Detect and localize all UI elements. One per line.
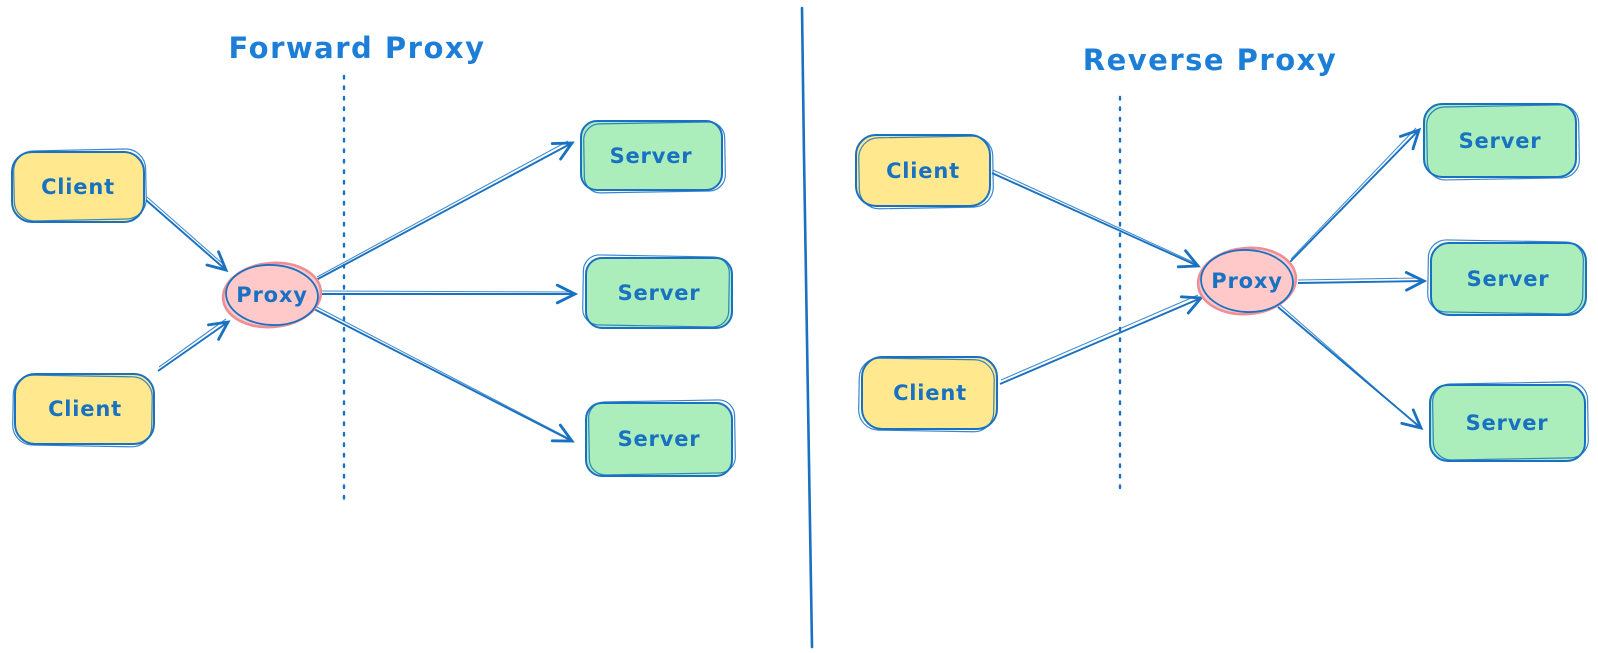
reverse-server2-label: Server [1467,267,1550,291]
forward-arrow-proxy-to-server1 [315,140,575,281]
forward-proxy-panel: Forward Proxy Client [11,31,736,508]
reverse-arrow-proxy-to-server2 [1297,271,1428,292]
reverse-client1-label: Client [886,159,960,183]
forward-server3-node: Server [585,399,736,477]
forward-server3-label: Server [618,427,701,451]
reverse-proxy-label: Proxy [1211,269,1282,293]
reverse-client2-label: Client [893,381,967,405]
reverse-server1-node: Server [1423,103,1580,181]
reverse-arrow-proxy-to-server3 [1277,303,1424,431]
forward-server1-label: Server [610,144,693,168]
forward-proxy-node: Proxy [221,261,323,329]
reverse-server3-label: Server [1466,411,1549,435]
reverse-proxy-node: Proxy [1196,246,1298,316]
forward-arrow-proxy-to-server2 [319,283,579,305]
forward-proxy-title: Forward Proxy [229,31,486,65]
reverse-proxy-title: Reverse Proxy [1083,43,1338,77]
reverse-server3-node: Server [1429,381,1589,462]
reverse-client2-node: Client [858,356,998,433]
forward-arrow-proxy-to-server3 [313,305,575,443]
forward-client1-node: Client [11,148,147,223]
forward-client1-label: Client [41,175,115,199]
forward-arrow-client2-to-proxy [157,318,231,372]
forward-proxy-label: Proxy [236,283,307,307]
forward-client2-node: Client [12,373,155,448]
reverse-client1-node: Client [855,134,994,210]
forward-client2-label: Client [48,397,122,421]
reverse-proxy-panel: Reverse Proxy Client [855,43,1589,490]
forward-server2-label: Server [618,281,701,305]
reverse-server1-label: Server [1459,129,1542,153]
forward-server2-node: Server [582,254,733,329]
panel-divider-line [800,6,814,649]
reverse-server2-node: Server [1427,239,1587,316]
reverse-arrow-client1-to-proxy [991,169,1201,269]
reverse-arrow-proxy-to-server1 [1289,127,1422,263]
forward-arrow-client1-to-proxy [145,196,229,273]
forward-server1-node: Server [580,120,726,194]
reverse-arrow-client2-to-proxy [999,294,1204,385]
